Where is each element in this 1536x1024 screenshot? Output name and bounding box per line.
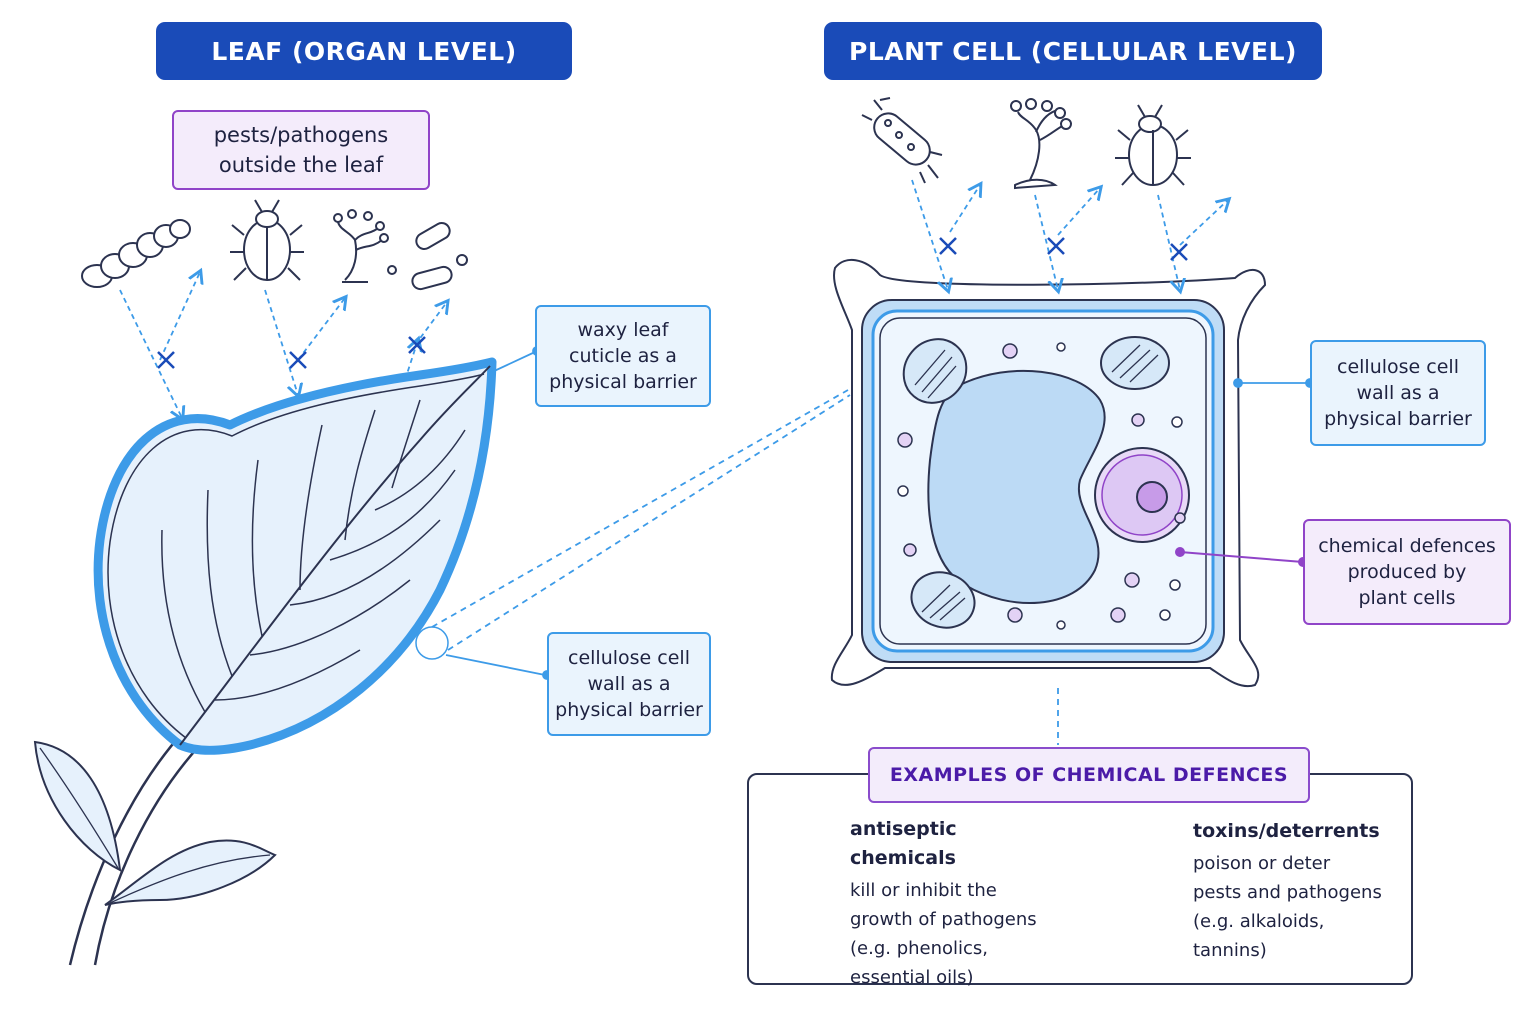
pests-label: pests/pathogens outside the leaf bbox=[172, 110, 430, 190]
plant-cell-illustration bbox=[830, 259, 1267, 688]
cuticle-label: waxy leaf cuticle as a physical barrier bbox=[535, 305, 711, 407]
vacuole bbox=[927, 369, 1106, 604]
bacteria-icon bbox=[387, 222, 468, 291]
mold-icon bbox=[1010, 98, 1072, 190]
toxins-text: toxins/deterrents poison or deter pests … bbox=[1193, 817, 1403, 965]
beetle-icon-2 bbox=[1115, 104, 1191, 186]
larva-icon bbox=[81, 219, 191, 288]
blocked-x-icons bbox=[157, 336, 426, 369]
fungus-icon bbox=[333, 209, 389, 283]
leaf-title: LEAF (ORGAN LEVEL) bbox=[156, 22, 572, 80]
toxins-body: poison or deter pests and pathogens (e.g… bbox=[1193, 853, 1382, 961]
cell-wall-label: cellulose cell wall as a physical barrie… bbox=[1310, 340, 1486, 446]
bacterium-icon bbox=[861, 97, 943, 184]
leaf-illustration bbox=[33, 357, 497, 966]
antiseptic-body: kill or inhibit the growth of pathogens … bbox=[850, 880, 1037, 988]
antiseptic-heading: antiseptic chemicals bbox=[850, 818, 957, 869]
chemical-defences-label: chemical defences produced by plant cell… bbox=[1303, 519, 1511, 625]
antiseptic-text: antiseptic chemicals kill or inhibit the… bbox=[850, 815, 1065, 992]
toxins-heading: toxins/deterrents bbox=[1193, 820, 1380, 842]
leaf-cell-wall-label: cellulose cell wall as a physical barrie… bbox=[547, 632, 711, 736]
cell-title: PLANT CELL (CELLULAR LEVEL) bbox=[824, 22, 1322, 80]
beetle-icon bbox=[230, 199, 304, 281]
examples-title: EXAMPLES OF CHEMICAL DEFENCES bbox=[868, 747, 1310, 803]
blocked-x-icons-cell bbox=[939, 237, 1188, 261]
leaf-blade bbox=[93, 357, 497, 755]
